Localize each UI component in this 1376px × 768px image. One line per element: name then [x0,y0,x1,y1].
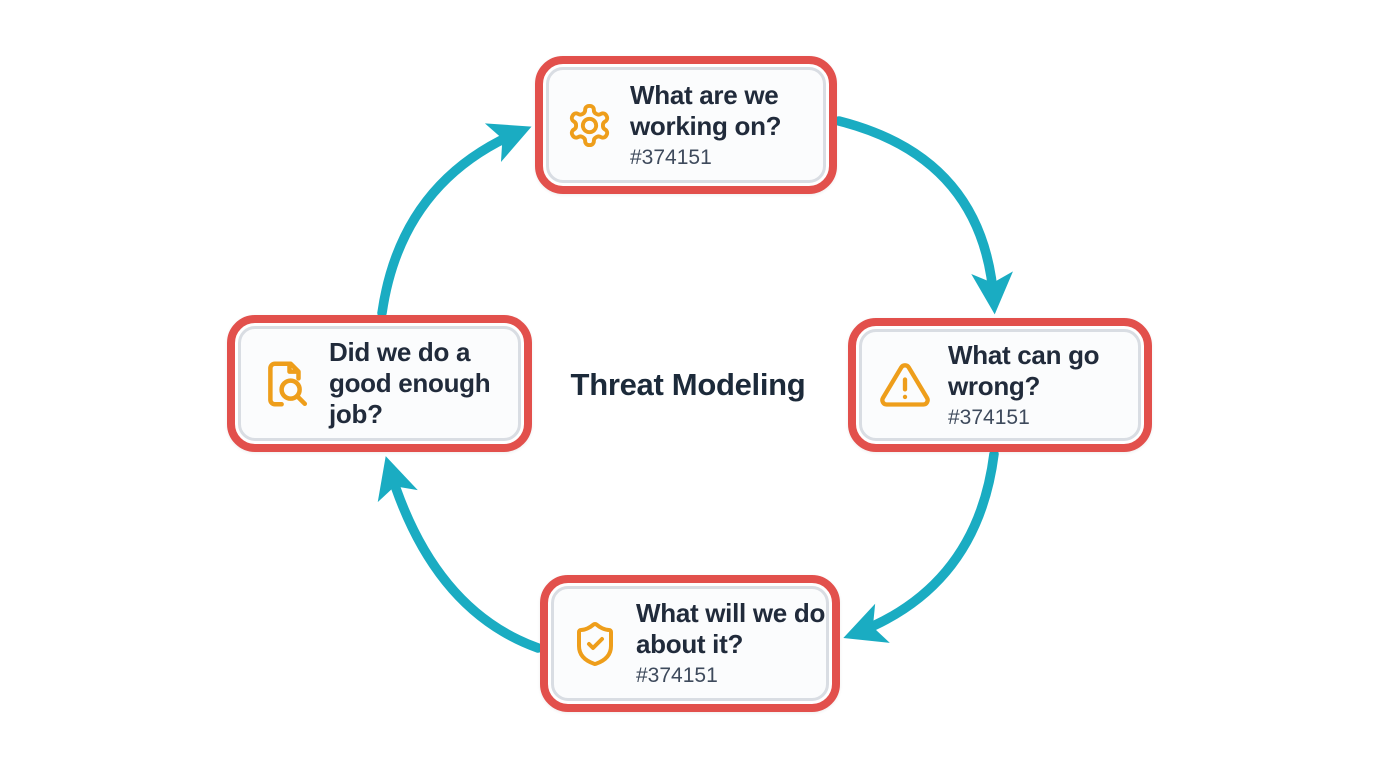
node-title: Did we do a good enough job? [329,337,491,429]
node-inner: What can go wrong? #374151 [859,329,1141,441]
node-title: What can go wrong? [948,339,1100,401]
node-what-are-we-working-on: What are we working on? #374151 [535,56,837,194]
node-what-will-we-do-about-it: What will we do about it? #374151 [540,575,840,712]
node-did-we-do-a-good-enough-job: Did we do a good enough job? [227,315,532,452]
node-subtitle: #374151 [630,145,712,169]
node-text: Did we do a good enough job? [329,337,518,430]
shield-check-icon [571,620,619,668]
node-subtitle: #374151 [636,664,718,687]
node-inner: What will we do about it? #374151 [551,586,829,701]
arrow-left-to-top [377,123,532,318]
node-inner: Did we do a good enough job? [238,326,521,441]
node-title: What will we do about it? [636,598,826,659]
node-subtitle: #374151 [948,405,1030,429]
node-inner: What are we working on? #374151 [546,67,826,183]
arrow-right-to-bottom [843,449,999,643]
arrow-bottom-to-left [377,456,543,653]
document-search-icon [258,357,312,411]
node-what-can-go-wrong: What can go wrong? #374151 [848,318,1152,452]
warning-triangle-icon [879,359,931,411]
node-text: What can go wrong? #374151 [948,340,1138,431]
arrow-top-to-right [834,116,1013,315]
node-text: What will we do about it? #374151 [636,598,826,689]
node-title: What are we working on? [630,79,782,141]
diagram-title: Threat Modeling [570,367,806,402]
node-text: What are we working on? #374151 [630,80,820,171]
gear-icon [566,102,613,149]
